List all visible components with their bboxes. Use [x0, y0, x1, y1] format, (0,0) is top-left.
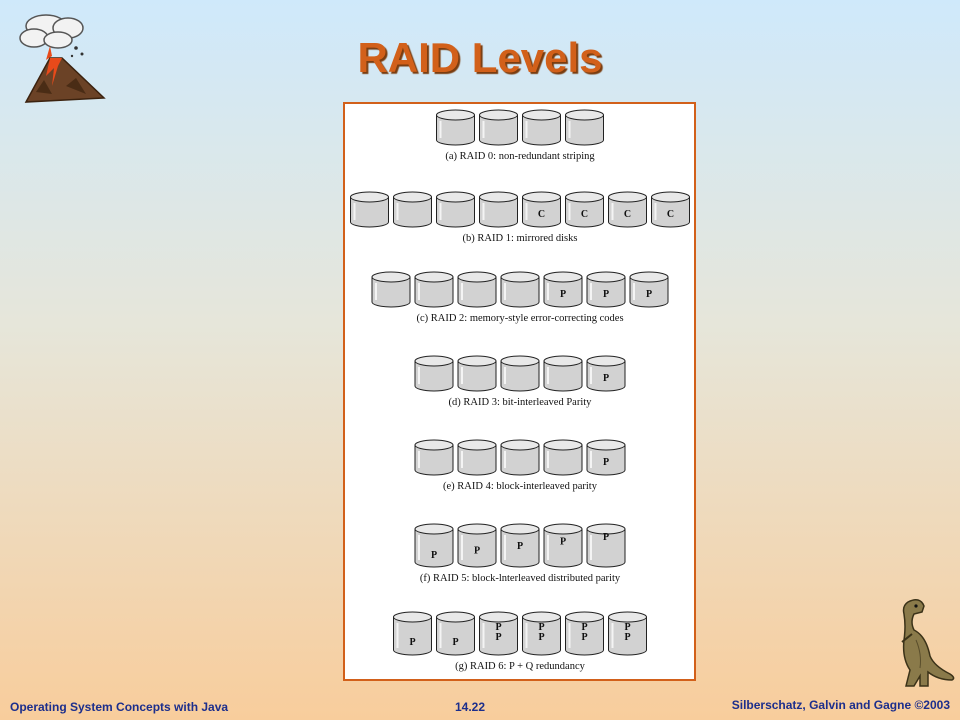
disk — [414, 271, 454, 308]
disk — [565, 109, 604, 146]
disk: P — [436, 611, 475, 656]
disk: P — [393, 611, 432, 656]
disk-label: P — [474, 546, 480, 557]
disk: C — [608, 191, 647, 228]
disk: P — [629, 271, 669, 308]
disk-label: P — [495, 632, 501, 643]
disk-label: P — [495, 622, 501, 633]
raid-row-5: P P P P P (f) RAID 5: block-lnterleaved distr… — [414, 523, 626, 584]
disk-label: P — [646, 289, 652, 300]
slide-title: RAID Levels — [357, 34, 603, 81]
disk-label: P — [603, 532, 609, 543]
disk-label: P — [560, 289, 566, 300]
disk-label: P — [624, 632, 630, 643]
raid-caption: (c) RAID 2: memory-style error-correctin… — [416, 313, 623, 324]
disk: PP — [608, 611, 647, 656]
raid-row-2: P P P (c) RAID 2: memory-style error-correc… — [371, 271, 669, 324]
disk — [436, 191, 475, 228]
disk-label: P — [603, 373, 609, 384]
disk-label: C — [667, 209, 674, 220]
disk — [500, 355, 540, 392]
disk-label: P — [560, 537, 566, 548]
footer-authors: Silberschatz, Galvin and Gagne ©2003 — [731, 698, 950, 712]
disk — [479, 109, 518, 146]
disk-label: P — [581, 622, 587, 633]
disk — [522, 109, 561, 146]
disk: P — [500, 523, 540, 568]
volcano-icon — [19, 14, 106, 103]
raid-caption: (a) RAID 0: non-redundant striping — [445, 151, 595, 162]
disk: PP — [565, 611, 604, 656]
disk: C — [522, 191, 561, 228]
disk-label: P — [452, 637, 458, 648]
disk — [500, 271, 540, 308]
disk — [350, 191, 389, 228]
disk-label: P — [431, 550, 437, 561]
disk — [543, 439, 583, 476]
disk — [414, 439, 454, 476]
disk — [371, 271, 411, 308]
footer-page-number: 14.22 — [455, 700, 486, 714]
disk: P — [414, 523, 454, 568]
disk-label: P — [603, 457, 609, 468]
disk-label: C — [538, 209, 545, 220]
disk: P — [586, 355, 626, 392]
raid-caption: (g) RAID 6: P + Q redundancy — [455, 661, 586, 672]
disk — [457, 439, 497, 476]
disk: P — [586, 523, 626, 568]
dinosaur-icon — [901, 599, 955, 687]
disk — [479, 191, 518, 228]
disk: P — [543, 523, 583, 568]
raid-row-1: C C C C (b) RAID 1: mirrored disks — [350, 191, 690, 244]
raid-row-0: (a) RAID 0: non-redundant striping — [436, 109, 604, 162]
disk — [414, 355, 454, 392]
disk-label: P — [624, 622, 630, 633]
disk-label: C — [581, 209, 588, 220]
raid-caption: (f) RAID 5: block-lnterleaved distribute… — [420, 573, 621, 584]
raid-row-4: P (e) RAID 4: block-interleaved parity — [414, 439, 626, 492]
disk: P — [457, 523, 497, 568]
disk — [457, 271, 497, 308]
raid-caption: (e) RAID 4: block-interleaved parity — [443, 481, 598, 492]
disk — [393, 191, 432, 228]
disk: C — [565, 191, 604, 228]
disk-label: P — [409, 637, 415, 648]
disk-label: P — [581, 632, 587, 643]
raid-caption: (d) RAID 3: bit-interleaved Parity — [449, 397, 593, 408]
disk-label: P — [517, 541, 523, 552]
footer-book-title: Operating System Concepts with Java — [10, 700, 229, 714]
disk: P — [586, 439, 626, 476]
disk-label: P — [538, 622, 544, 633]
disk — [543, 355, 583, 392]
disk — [500, 439, 540, 476]
raid-row-3: P (d) RAID 3: bit-interleaved Parity — [414, 355, 626, 408]
disk-label: P — [603, 289, 609, 300]
raid-caption: (b) RAID 1: mirrored disks — [463, 233, 578, 244]
disk: P — [586, 271, 626, 308]
disk: P — [543, 271, 583, 308]
disk — [436, 109, 475, 146]
disk-label: C — [624, 209, 631, 220]
disk: PP — [522, 611, 561, 656]
disk: PP — [479, 611, 518, 656]
disk-label: P — [538, 632, 544, 643]
disk — [457, 355, 497, 392]
disk: C — [651, 191, 690, 228]
